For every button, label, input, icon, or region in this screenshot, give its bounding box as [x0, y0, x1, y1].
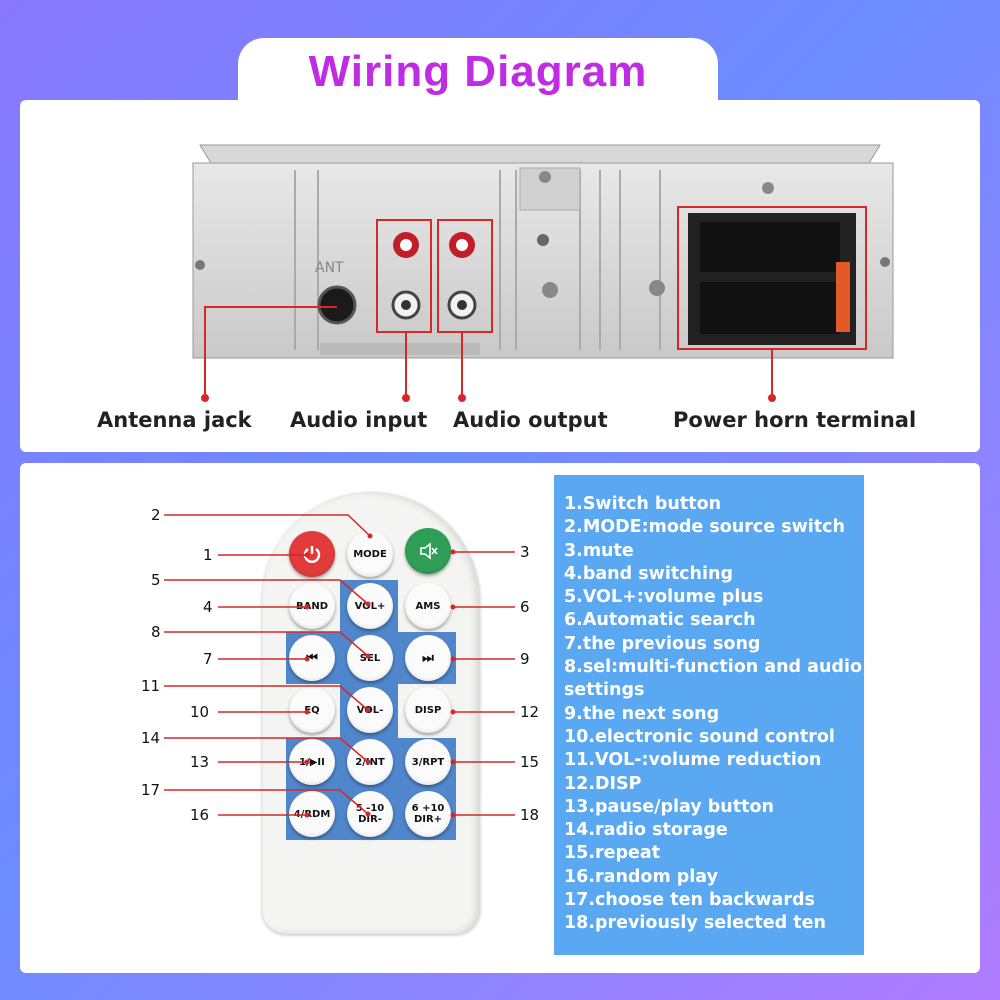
title-tab: Wiring Diagram — [238, 38, 718, 104]
callout-number: 1 — [203, 546, 213, 564]
callout-number: 2 — [151, 506, 161, 524]
callout-number: 7 — [203, 650, 213, 668]
callout-audio-output: Audio output — [453, 408, 608, 432]
legend-item: 3.mute — [564, 540, 634, 561]
screw-icon — [880, 257, 890, 267]
ant-label: ANT — [315, 260, 344, 276]
callout-audio-input: Audio input — [290, 408, 428, 432]
vol-plus-button[interactable]: VOL+ — [347, 583, 393, 629]
button-4-rdm[interactable]: 4/RDM — [289, 791, 335, 837]
legend-box: 1.Switch button 2.MODE:mode source switc… — [554, 475, 864, 955]
callout-number: 6 — [520, 598, 530, 616]
legend-item: 7.the previous song — [564, 633, 761, 654]
callout-antenna: Antenna jack — [97, 408, 252, 432]
callout-number: 12 — [520, 703, 540, 721]
mode-button[interactable]: MODE — [347, 531, 393, 577]
callout-number: 5 — [151, 571, 161, 589]
screw-icon — [195, 260, 205, 270]
legend-item: 18.previously selected ten — [564, 913, 826, 934]
callout-number: 9 — [520, 650, 530, 668]
vol-minus-button[interactable]: VOL- — [347, 687, 393, 733]
button-6-dir-plus[interactable]: 6 +10 DIR+ — [405, 791, 451, 837]
antenna-jack — [317, 285, 357, 325]
page-title: Wiring Diagram — [308, 47, 648, 96]
callout-number: 18 — [520, 806, 540, 824]
legend-item: 2.MODE:mode source switch — [564, 517, 845, 538]
legend-item: 15.repeat — [564, 843, 661, 864]
band-button[interactable]: BAND — [289, 583, 335, 629]
rca-jacks — [391, 232, 477, 320]
disp-button[interactable]: DISP — [405, 687, 451, 733]
callout-number: 14 — [141, 729, 161, 747]
prev-button[interactable]: ⏮ — [289, 635, 335, 681]
legend-item: 1.Switch button — [564, 494, 722, 514]
sel-button[interactable]: SEL — [347, 635, 393, 681]
callout-number: 15 — [520, 753, 540, 771]
callout-number: 4 — [203, 598, 213, 616]
eq-button[interactable]: EQ — [289, 687, 335, 733]
screw-icon — [649, 280, 665, 296]
screw-icon — [762, 182, 774, 194]
screw-icon — [542, 282, 558, 298]
legend-item: 8.sel:multi-function and audio settings — [564, 657, 862, 701]
button-1-play[interactable]: 1/▶II — [289, 739, 335, 785]
legend-item: 10.electronic sound control — [564, 726, 835, 747]
previous-icon: ⏮ — [306, 650, 318, 666]
legend-item: 5.VOL+:volume plus — [564, 587, 764, 608]
callout-number: 10 — [190, 703, 210, 721]
legend-item: 4.band switching — [564, 563, 734, 584]
legend-item: 6.Automatic search — [564, 610, 756, 631]
mute-button[interactable] — [405, 528, 451, 574]
power-icon — [303, 546, 321, 563]
callout-number: 16 — [190, 806, 210, 824]
mute-icon — [420, 542, 438, 560]
button-2-int[interactable]: 2/INT — [347, 739, 393, 785]
legend-item: 16.random play — [564, 866, 718, 887]
callout-power: Power horn terminal — [673, 408, 917, 432]
next-button[interactable]: ⏭ — [405, 635, 451, 681]
callout-number: 17 — [141, 781, 161, 799]
ams-button[interactable]: AMS — [405, 583, 451, 629]
callout-number: 11 — [141, 677, 161, 695]
legend-item: 9.the next song — [564, 703, 720, 724]
button-3-rpt[interactable]: 3/RPT — [405, 739, 451, 785]
legend-item: 14.radio storage — [564, 820, 728, 841]
callout-number: 3 — [520, 543, 530, 561]
legend-item: 11.VOL-:volume reduction — [564, 750, 822, 771]
legend-list: 1.Switch button 2.MODE:mode source switc… — [554, 475, 864, 936]
legend-item: 12.DISP — [564, 773, 642, 794]
callout-number: 8 — [151, 623, 161, 641]
legend-item: 13.pause/play button — [564, 796, 774, 817]
power-button[interactable] — [289, 531, 335, 577]
button-5-dir-minus[interactable]: 5 -10 DIR- — [347, 791, 393, 837]
callout-number: 13 — [190, 753, 210, 771]
next-icon: ⏭ — [422, 650, 434, 666]
screw-icon — [539, 171, 551, 183]
legend-item: 17.choose ten backwards — [564, 890, 815, 911]
